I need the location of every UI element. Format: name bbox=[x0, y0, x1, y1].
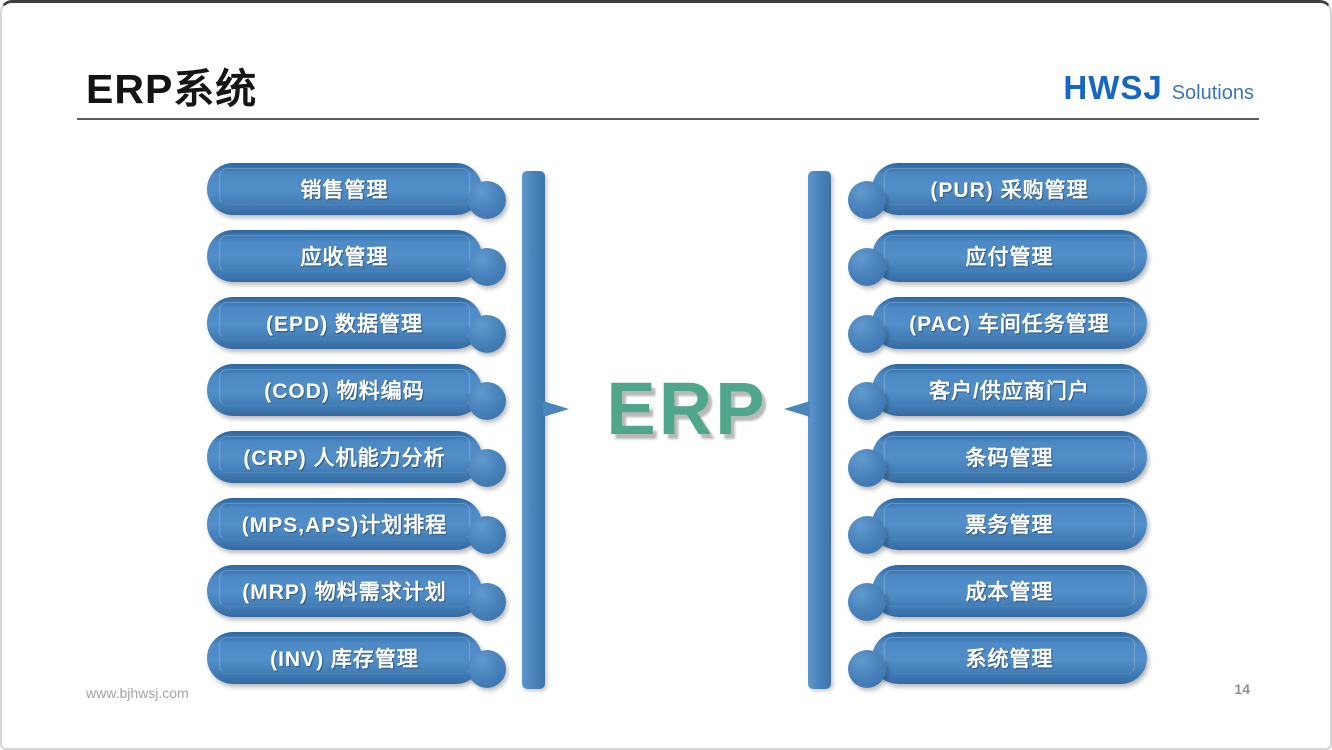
page-title: ERP系统 bbox=[86, 66, 258, 112]
connector-knob bbox=[468, 315, 506, 353]
module-label: (MPS,APS)计划排程 bbox=[241, 514, 448, 537]
connector-knob bbox=[848, 382, 886, 420]
page-number: 14 bbox=[1234, 681, 1250, 697]
arrow-left-icon bbox=[784, 401, 810, 417]
module-label: (MRP) 物料需求计划 bbox=[242, 581, 447, 604]
module-label: (INV) 库存管理 bbox=[270, 648, 419, 671]
module-pill-pac: (PAC) 车间任务管理 bbox=[848, 297, 1147, 353]
footer-website: www.bjhwsj.com bbox=[86, 685, 189, 701]
logo-main-text: HWSJ bbox=[1063, 69, 1163, 106]
header-divider bbox=[77, 118, 1259, 120]
module-label: 条码管理 bbox=[965, 447, 1054, 470]
connector-knob bbox=[848, 650, 886, 688]
module-pill-sales: 销售管理 bbox=[207, 163, 506, 219]
connector-knob bbox=[468, 516, 506, 554]
module-label: 客户/供应商门户 bbox=[929, 380, 1090, 403]
connector-knob bbox=[468, 382, 506, 420]
module-label: 销售管理 bbox=[300, 179, 389, 202]
module-pill-crp: (CRP) 人机能力分析 bbox=[207, 431, 506, 487]
module-label: (CRP) 人机能力分析 bbox=[243, 447, 446, 470]
connector-knob bbox=[848, 248, 886, 286]
module-pill-cost: 成本管理 bbox=[848, 565, 1147, 621]
arrow-right-icon bbox=[543, 401, 569, 417]
connector-knob bbox=[848, 583, 886, 621]
company-logo: HWSJ Solutions bbox=[1063, 69, 1254, 107]
module-label: (COD) 物料编码 bbox=[264, 380, 425, 403]
connector-knob bbox=[468, 181, 506, 219]
module-pill-receivables: 应收管理 bbox=[207, 230, 506, 286]
connector-knob bbox=[468, 650, 506, 688]
module-label: 票务管理 bbox=[965, 514, 1054, 537]
module-pill-inv: (INV) 库存管理 bbox=[207, 632, 506, 688]
connector-knob bbox=[468, 449, 506, 487]
connector-knob bbox=[468, 583, 506, 621]
connector-knob bbox=[468, 248, 506, 286]
left-module-column: 销售管理 应收管理 (EPD) 数据管理 (COD) 物料编码 (CRP) 人机… bbox=[207, 163, 506, 688]
module-pill-cod: (COD) 物料编码 bbox=[207, 364, 506, 420]
module-pill-epd: (EPD) 数据管理 bbox=[207, 297, 506, 353]
module-label: 应收管理 bbox=[300, 246, 389, 269]
module-pill-barcode: 条码管理 bbox=[848, 431, 1147, 487]
module-pill-portal: 客户/供应商门户 bbox=[848, 364, 1147, 420]
module-label: 成本管理 bbox=[965, 581, 1054, 604]
right-connector-bar bbox=[784, 171, 831, 689]
module-pill-mps-aps: (MPS,APS)计划排程 bbox=[207, 498, 506, 554]
connector-knob bbox=[848, 516, 886, 554]
module-label: 应付管理 bbox=[965, 246, 1054, 269]
connector-knob bbox=[848, 181, 886, 219]
module-label: (EPD) 数据管理 bbox=[266, 313, 423, 336]
connector-knob bbox=[848, 449, 886, 487]
module-pill-ticketing: 票务管理 bbox=[848, 498, 1147, 554]
module-pill-mrp: (MRP) 物料需求计划 bbox=[207, 565, 506, 621]
module-pill-system: 系统管理 bbox=[848, 632, 1147, 688]
module-label: 系统管理 bbox=[965, 648, 1054, 671]
module-label: (PUR) 采购管理 bbox=[930, 179, 1089, 202]
module-pill-pur: (PUR) 采购管理 bbox=[848, 163, 1147, 219]
module-label: (PAC) 车间任务管理 bbox=[909, 313, 1110, 336]
left-connector-bar bbox=[522, 171, 569, 689]
erp-center-label: ERP bbox=[606, 367, 768, 450]
logo-sub-text: Solutions bbox=[1171, 82, 1254, 104]
right-module-column: (PUR) 采购管理 应付管理 (PAC) 车间任务管理 客户/供应商门户 条码… bbox=[848, 163, 1147, 688]
module-pill-payables: 应付管理 bbox=[848, 230, 1147, 286]
connector-knob bbox=[848, 315, 886, 353]
